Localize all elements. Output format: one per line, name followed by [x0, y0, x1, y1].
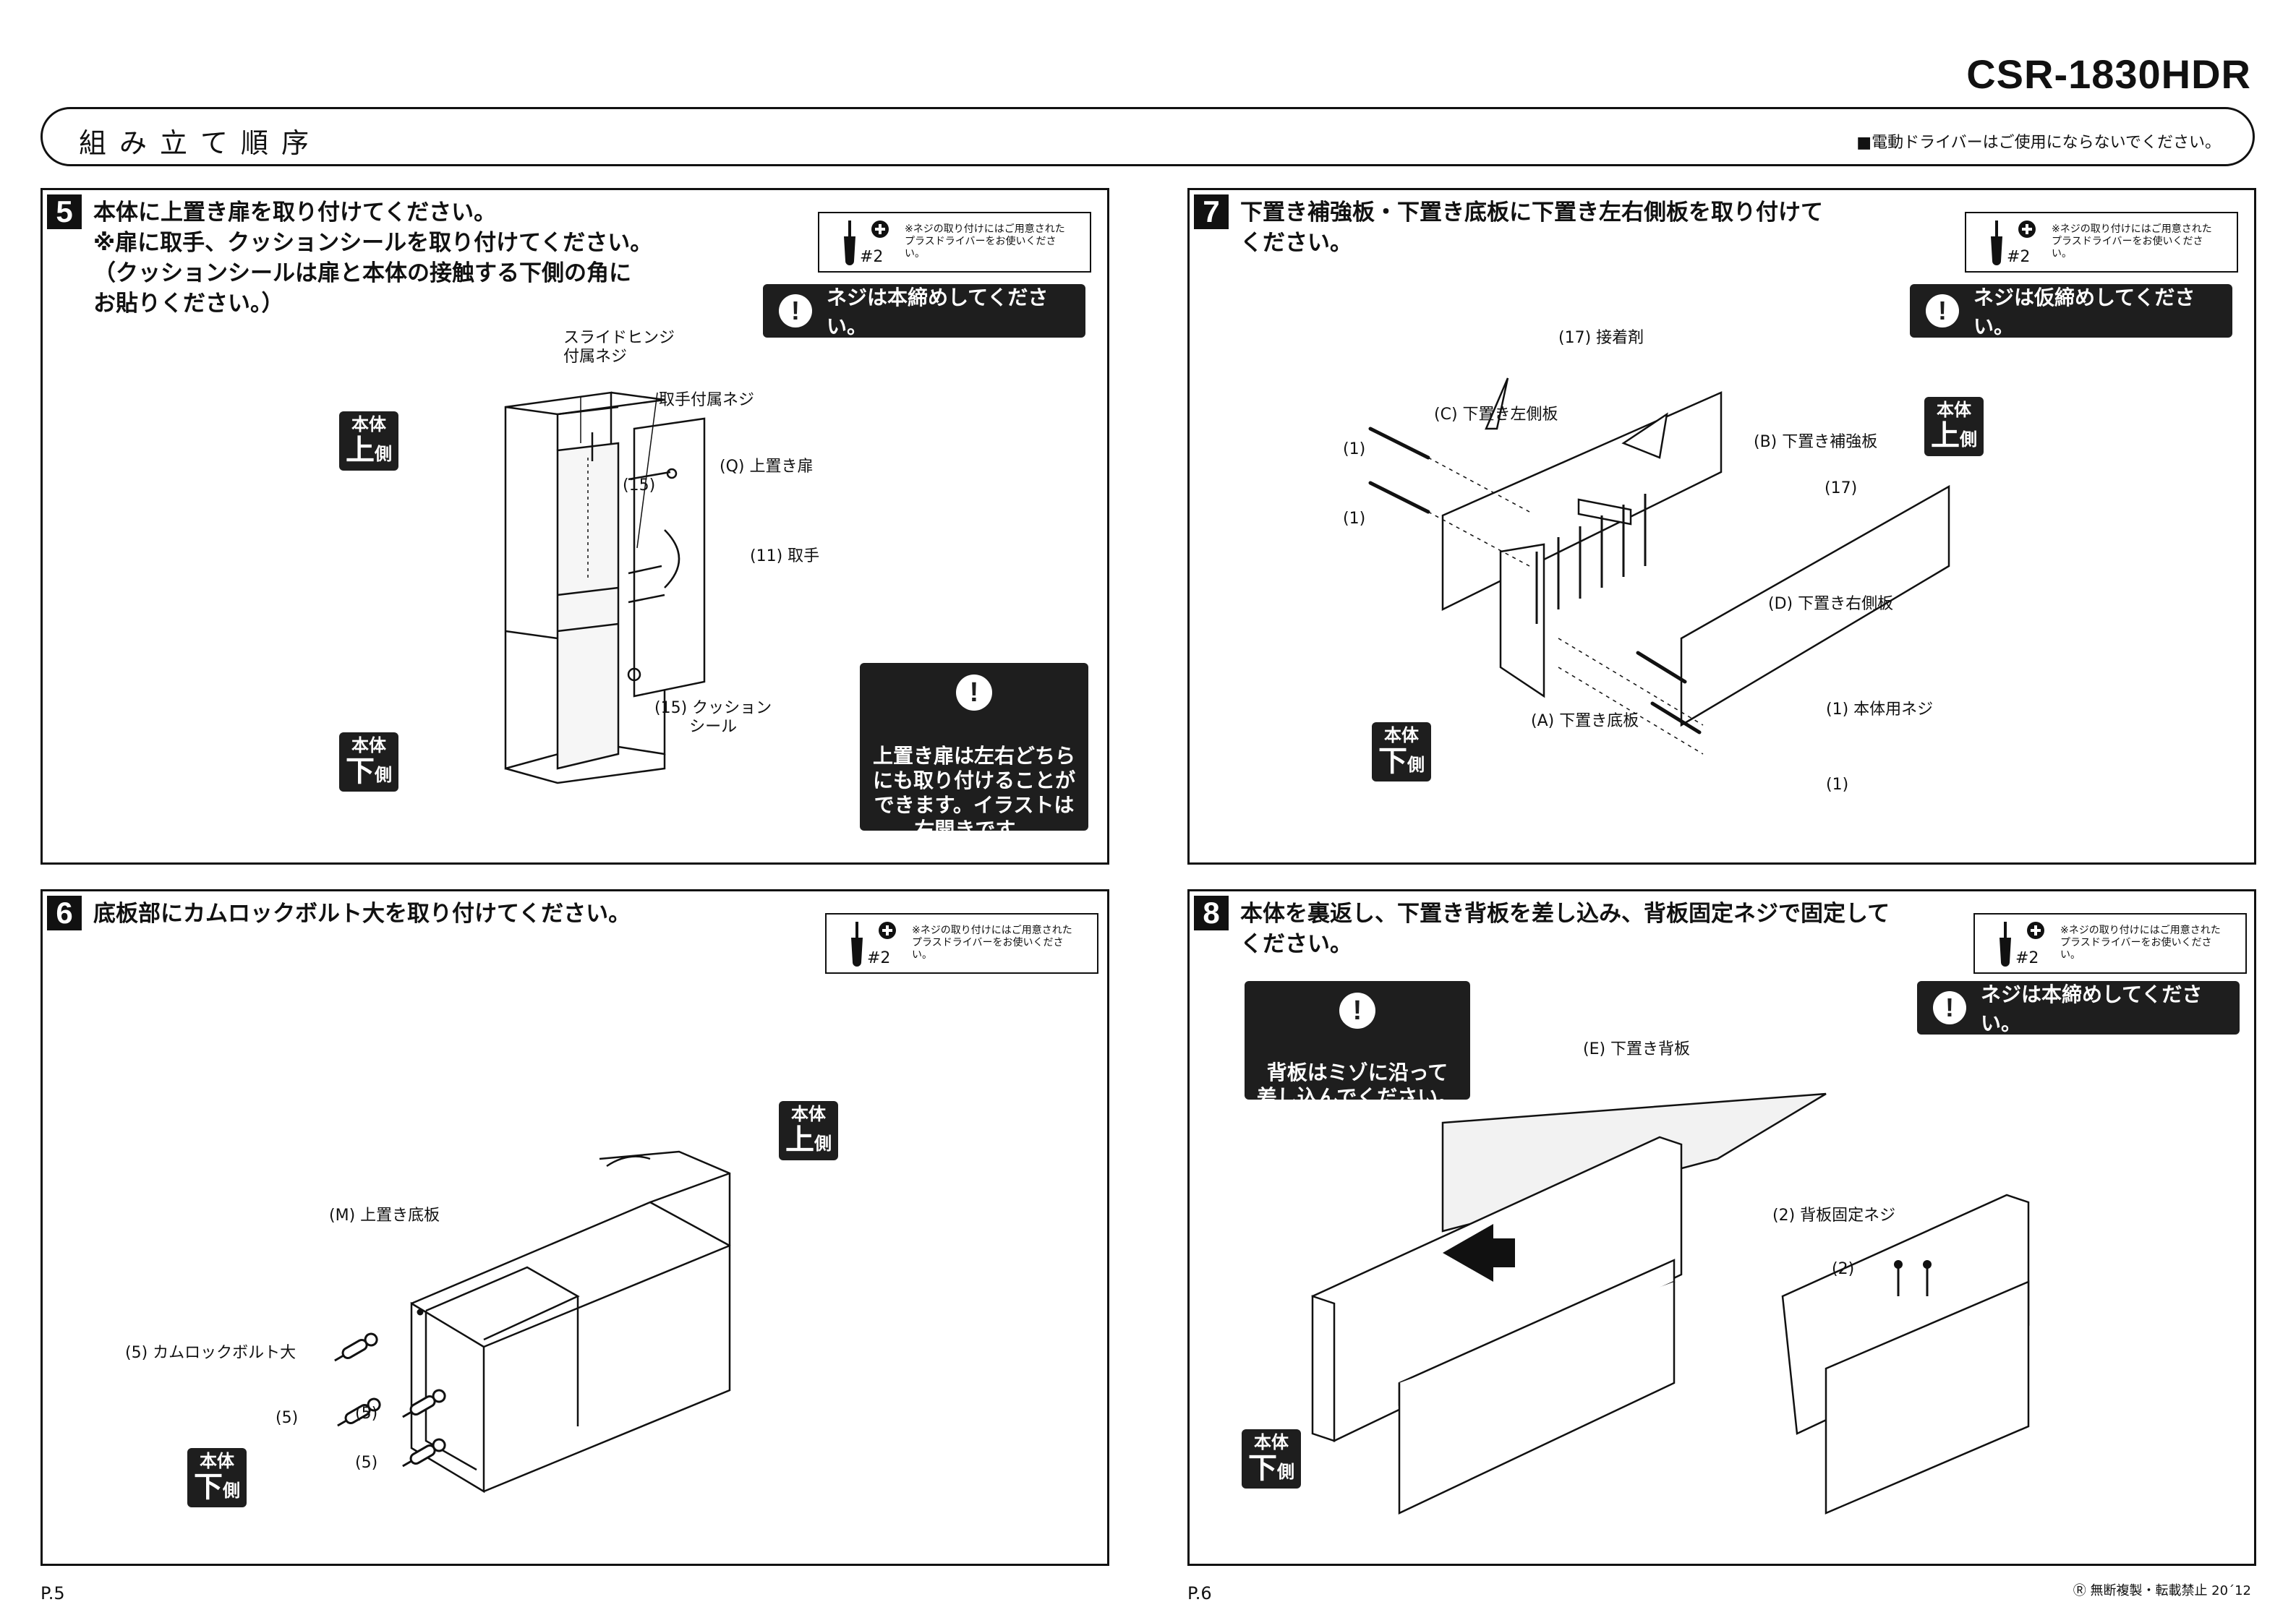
driver-note: ※ネジの取り付けにはご用意された プラスドライバーをお使いくださ い。: [912, 925, 1072, 961]
step-title: 下置き補強板・下置き底板に下置き左右側板を取り付けて ください。: [1240, 200, 1823, 256]
step-title: 底板部にカムロックボルト大を取り付けてください。: [93, 901, 631, 927]
tighten-warning: ! ネジは本締めしてください。: [1917, 981, 2240, 1035]
section-header: 組み立て順序 ■電動ドライバーはご使用にならないでください。: [40, 107, 2255, 166]
cam-bolt-icons: [334, 1332, 446, 1468]
lower-frame-exploded-illustration: [1368, 377, 1950, 755]
warning-text: ネジは本締めしてください。: [827, 286, 1049, 338]
exclamation-icon: !: [1933, 991, 1966, 1024]
exclamation-icon: !: [1926, 294, 1959, 327]
model-number: CSR-1830HDR: [1966, 51, 2251, 97]
glue-count-label: (17): [1825, 479, 1858, 497]
driver-note: ※ネジの取り付けにはご用意された プラスドライバーをお使いくださ い。: [2060, 925, 2221, 961]
step-7-panel: 7 下置き補強板・下置き底板に下置き左右側板を取り付けて ください。 #2 ※ネ…: [1187, 188, 2256, 865]
driver-note: ※ネジの取り付けにはご用意された プラスドライバーをお使いくださ い。: [2052, 223, 2212, 260]
warning-text: ネジは本締めしてください。: [1981, 982, 2203, 1035]
back-screw-count: (2): [1832, 1260, 1855, 1278]
bottom-side-badge: 本体 下側: [1242, 1429, 1301, 1489]
driver-note: ※ネジの取り付けにはご用意された プラスドライバーをお使いくださ い。: [905, 223, 1065, 260]
handle-screw-label: 取手付属ネジ: [659, 391, 755, 409]
screwdriver-icon: [851, 922, 896, 967]
right-side-board-label: (D) 下置き右側板: [1768, 595, 1894, 613]
copyright-notice: Ⓡ 無断複製・転載禁止 20´12: [2073, 1583, 2251, 1598]
tighten-warning: ! ネジは本締めしてください。: [763, 284, 1085, 338]
door-label: (Q) 上置き扉: [720, 458, 814, 476]
screw-count-b: (1): [1343, 510, 1366, 528]
hinge-screw-label: スライドヒンジ 付属ネジ: [563, 329, 675, 366]
door-direction-note: !上置き扉は左右どちら にも取り付けることが できます。イラストは 右開きです。: [860, 663, 1088, 842]
screwdriver-icon: [844, 220, 889, 265]
screwdriver-box: #2 ※ネジの取り付けにはご用意された プラスドライバーをお使いくださ い。: [1965, 212, 2238, 273]
step-number: 5: [47, 194, 82, 229]
step-6-panel: 6 底板部にカムロックボルト大を取り付けてください。 #2 ※ネジの取り付けには…: [40, 889, 1109, 1566]
main-screw-label: (1) 本体用ネジ: [1826, 701, 1934, 719]
exclamation-icon: !: [956, 675, 992, 711]
cam-bolt-count-a: (5): [276, 1409, 299, 1427]
cam-bolt-count-c: (5): [355, 1454, 378, 1472]
back-panel-groove-note: !背板はミゾに沿って 差し込んでください。: [1245, 981, 1470, 1109]
driver-size: #2: [2015, 949, 2039, 967]
cushion-count-label: (15): [623, 476, 656, 494]
screwdriver-icon: [1991, 220, 2036, 265]
back-panel-label: (E) 下置き背板: [1583, 1040, 1691, 1058]
step-5-panel: 5 本体に上置き扉を取り付けてください。 ※扉に取手、クッションシールを取り付け…: [40, 188, 1109, 865]
page-number-right: P.6: [1187, 1583, 1212, 1603]
screwdriver-icon: [2000, 922, 2044, 967]
bottom-board-label: (A) 下置き底板: [1531, 712, 1639, 730]
cam-bolt-count-b: (5): [355, 1405, 378, 1423]
screwdriver-box: #2 ※ネジの取り付けにはご用意された プラスドライバーをお使いくださ い。: [1973, 913, 2247, 974]
exclamation-icon: !: [1339, 993, 1375, 1029]
step-8-panel: 8 本体を裏返し、下置き背板を差し込み、背板固定ネジで固定して ください。 #2…: [1187, 889, 2256, 1566]
electric-driver-notice: ■電動ドライバーはご使用にならないでください。: [1856, 134, 2221, 152]
driver-size: #2: [867, 949, 891, 967]
top-side-badge: 本体 上側: [339, 411, 398, 471]
bottom-side-badge: 本体 下側: [187, 1448, 247, 1507]
step-title: 本体を裏返し、下置き背板を差し込み、背板固定ネジで固定して ください。: [1240, 901, 1890, 957]
driver-size: #2: [860, 248, 884, 266]
screw-count-c: (1): [1826, 776, 1849, 794]
section-title: 組み立て順序: [79, 127, 323, 159]
bottom-side-badge: 本体 下側: [1372, 722, 1431, 781]
cam-bolt-label: (5) カムロックボルト大: [125, 1344, 296, 1362]
driver-size: #2: [2007, 248, 2031, 266]
top-side-badge: 本体 上側: [779, 1101, 838, 1160]
bottom-side-badge: 本体 下側: [339, 732, 398, 792]
back-screw-label: (2) 背板固定ネジ: [1772, 1207, 1896, 1225]
temporary-tighten-warning: ! ネジは仮締めしてください。: [1910, 284, 2232, 338]
step-title: 本体に上置き扉を取り付けてください。 ※扉に取手、クッションシールを取り付けてく…: [93, 200, 653, 317]
bottom-board-label: (M) 上置き底板: [329, 1207, 440, 1225]
cushion-label: (15) クッション シール: [654, 699, 772, 736]
warning-text: ネジは仮締めしてください。: [1973, 286, 2195, 338]
step-number: 8: [1194, 896, 1229, 930]
exclamation-icon: !: [779, 294, 812, 327]
top-side-badge: 本体 上側: [1924, 397, 1984, 456]
glue-label: (17) 接着剤: [1558, 329, 1644, 347]
handle-label: (11) 取手: [750, 547, 820, 565]
upper-cabinet-illustration: [504, 391, 706, 784]
step-number: 7: [1194, 194, 1229, 229]
page-number-left: P.5: [40, 1583, 65, 1603]
reinforcement-board-label: (B) 下置き補強板: [1754, 433, 1878, 451]
screw-count-a: (1): [1343, 440, 1366, 458]
screwdriver-box: #2 ※ネジの取り付けにはご用意された プラスドライバーをお使いくださ い。: [825, 913, 1098, 974]
back-panel-insert-illustration: [1311, 1092, 2030, 1515]
screwdriver-box: #2 ※ネジの取り付けにはご用意された プラスドライバーをお使いくださ い。: [818, 212, 1091, 273]
left-side-board-label: (C) 下置き左側板: [1434, 406, 1558, 424]
step-number: 6: [47, 896, 82, 930]
